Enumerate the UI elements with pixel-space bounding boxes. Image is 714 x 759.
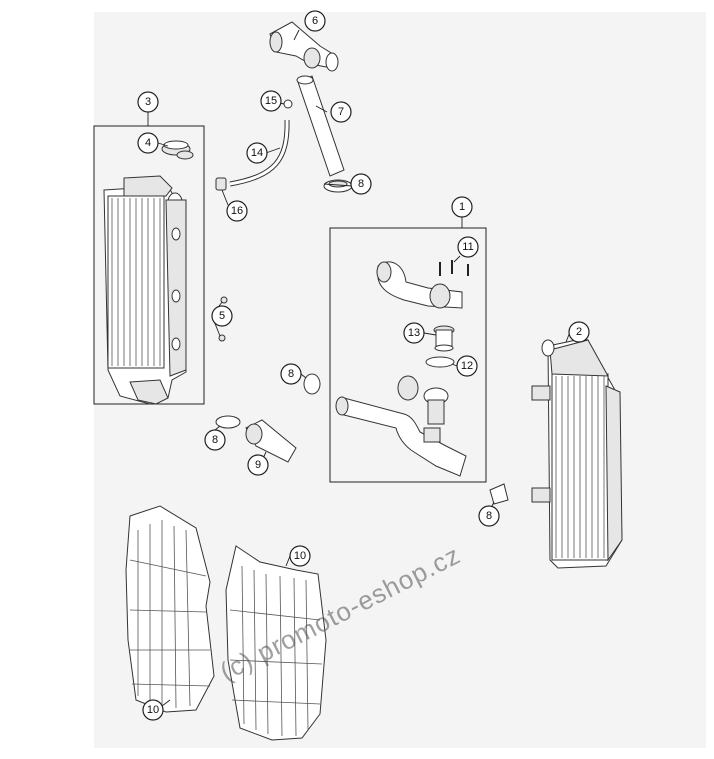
o-ring: [425, 356, 455, 368]
screws: [218, 296, 228, 342]
callout-3: 3: [137, 91, 159, 113]
svg-text:12: 12: [461, 360, 473, 372]
hose-clamp-right: [489, 483, 509, 505]
lower-hose: [245, 419, 297, 463]
radiator-shroud-right: [225, 545, 327, 741]
callout-1: 1: [451, 196, 473, 218]
svg-text:8: 8: [486, 510, 492, 522]
svg-text:9: 9: [255, 459, 261, 471]
radiator-left: [103, 175, 187, 405]
callout-8-left: 8: [204, 429, 226, 451]
callout-5: 5: [211, 305, 233, 327]
svg-text:8: 8: [358, 178, 364, 190]
radiator-right: [531, 337, 623, 569]
svg-text:14: 14: [251, 147, 263, 159]
hose-clamp: [303, 373, 321, 395]
callout-10-right: 10: [289, 545, 311, 567]
callout-2: 2: [568, 321, 590, 343]
radiator-shroud-left: [125, 505, 215, 713]
callout-8-mid: 8: [280, 363, 302, 385]
svg-text:5: 5: [219, 310, 225, 322]
lower-thermostat-hose: [335, 375, 467, 477]
svg-text:8: 8: [212, 434, 218, 446]
svg-text:15: 15: [265, 95, 277, 107]
svg-text:2: 2: [576, 326, 582, 338]
svg-text:16: 16: [231, 205, 243, 217]
svg-text:7: 7: [338, 106, 344, 118]
callout-12: 12: [456, 355, 478, 377]
callout-6: 6: [304, 10, 326, 32]
callout-8-right: 8: [478, 505, 500, 527]
upper-hose: [269, 21, 339, 72]
callout-7: 7: [330, 101, 352, 123]
callout-11: 11: [457, 236, 479, 258]
thermostat: [433, 325, 455, 352]
callout-8-top: 8: [350, 173, 372, 195]
svg-text:3: 3: [145, 96, 151, 108]
callout-16: 16: [226, 200, 248, 222]
overflow-hose: [215, 99, 293, 191]
svg-text:6: 6: [312, 15, 318, 27]
thermostat-hose: [376, 261, 463, 309]
callout-14: 14: [246, 142, 268, 164]
svg-text:10: 10: [294, 550, 306, 562]
svg-text:13: 13: [408, 327, 420, 339]
group-box-thermostat: [329, 227, 487, 483]
svg-text:11: 11: [462, 241, 473, 253]
bolts: [439, 260, 469, 276]
callout-15: 15: [260, 90, 282, 112]
radiator-cap: [161, 140, 194, 160]
svg-text:4: 4: [145, 137, 151, 149]
svg-text:8: 8: [288, 368, 294, 380]
callout-10-left: 10: [142, 699, 164, 721]
callout-4: 4: [137, 132, 159, 154]
svg-text:1: 1: [459, 201, 465, 213]
coolant-pipe: [296, 75, 345, 177]
callout-9: 9: [247, 454, 269, 476]
hose-clamp-lower: [215, 415, 241, 429]
svg-text:10: 10: [147, 704, 159, 716]
callout-13: 13: [403, 322, 425, 344]
